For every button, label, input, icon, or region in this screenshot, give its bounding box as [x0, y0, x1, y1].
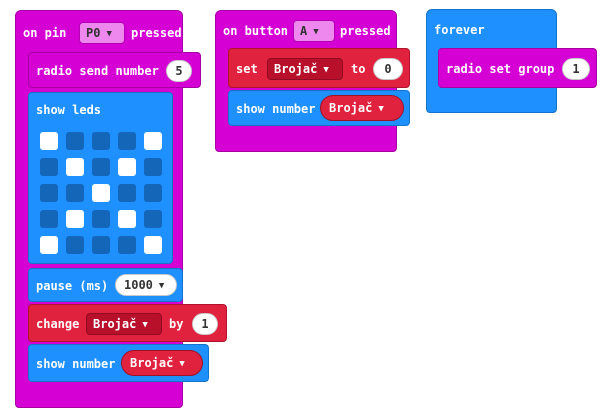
set-variable-value: Brojač	[274, 62, 318, 76]
pause-dropdown[interactable]: 1000 ▼	[115, 274, 177, 296]
change-variable-value: Brojač	[93, 317, 137, 331]
pressed-label: pressed	[131, 26, 182, 40]
led-cell[interactable]	[40, 184, 58, 202]
led-cell[interactable]	[66, 184, 84, 202]
chevron-down-icon: ▼	[106, 29, 112, 39]
set-label: set	[236, 62, 258, 76]
led-cell[interactable]	[40, 236, 58, 254]
show-number-variable[interactable]: Brojač ▼	[121, 350, 203, 376]
radio-send-number-input[interactable]: 5	[166, 60, 192, 82]
chevron-down-icon: ▼	[179, 359, 185, 369]
led-cell[interactable]	[92, 210, 110, 228]
show-leds-label: show leds	[36, 103, 102, 117]
show-number-block-2[interactable]: show number Brojač ▼	[228, 90, 410, 126]
led-grid	[36, 130, 166, 254]
pin-dropdown-value: P0	[86, 26, 101, 40]
led-cell[interactable]	[144, 158, 162, 176]
show-leds-block[interactable]: show leds	[28, 92, 173, 264]
led-cell[interactable]	[144, 132, 162, 150]
chevron-down-icon: ▼	[313, 27, 319, 37]
led-cell[interactable]	[144, 184, 162, 202]
show-number-variable[interactable]: Brojač ▼	[320, 95, 404, 121]
led-cell[interactable]	[66, 236, 84, 254]
pause-block[interactable]: pause (ms) 1000 ▼	[28, 268, 183, 302]
on-button-label: on button	[223, 24, 289, 38]
pressed-label: pressed	[340, 24, 391, 38]
to-label: to	[351, 62, 366, 76]
chevron-down-icon: ▼	[323, 65, 329, 75]
on-pin-label: on pin	[23, 26, 67, 40]
led-cell[interactable]	[118, 210, 136, 228]
forever-label: forever	[434, 23, 485, 37]
radio-set-group-block[interactable]: radio set group 1	[438, 48, 597, 88]
set-variable-block[interactable]: set Brojač ▼ to 0	[228, 48, 410, 88]
led-cell[interactable]	[92, 236, 110, 254]
change-variable-block[interactable]: change Brojač ▼ by 1	[28, 304, 227, 342]
radio-send-number-label: radio send number	[36, 64, 159, 78]
led-cell[interactable]	[92, 184, 110, 202]
led-cell[interactable]	[40, 158, 58, 176]
pause-value: 1000	[124, 278, 153, 292]
by-label: by	[169, 317, 184, 331]
radio-send-number-block[interactable]: radio send number 5	[28, 52, 201, 88]
led-cell[interactable]	[40, 210, 58, 228]
led-cell[interactable]	[66, 210, 84, 228]
led-cell[interactable]	[92, 132, 110, 150]
change-by-input[interactable]: 1	[192, 313, 218, 335]
show-number-variable-value: Brojač	[130, 356, 174, 370]
led-cell[interactable]	[118, 132, 136, 150]
show-number-label: show number	[36, 357, 116, 371]
show-number-variable-value: Brojač	[329, 101, 373, 115]
pin-dropdown[interactable]: P0 ▼	[79, 22, 125, 44]
chevron-down-icon: ▼	[142, 320, 148, 330]
pause-label: pause (ms)	[36, 279, 109, 293]
led-cell[interactable]	[118, 184, 136, 202]
show-number-label: show number	[236, 102, 316, 116]
button-dropdown[interactable]: A▼	[293, 20, 335, 42]
set-value-input[interactable]: 0	[373, 58, 403, 80]
radio-set-group-label: radio set group	[446, 62, 555, 76]
led-cell[interactable]	[40, 132, 58, 150]
led-cell[interactable]	[118, 158, 136, 176]
led-cell[interactable]	[92, 158, 110, 176]
show-number-block-1[interactable]: show number Brojač ▼	[28, 344, 209, 382]
led-cell[interactable]	[118, 236, 136, 254]
led-cell[interactable]	[66, 132, 84, 150]
change-label: change	[36, 317, 80, 331]
set-variable-dropdown[interactable]: Brojač ▼	[267, 58, 343, 80]
led-cell[interactable]	[144, 210, 162, 228]
change-variable-dropdown[interactable]: Brojač ▼	[86, 313, 162, 335]
chevron-down-icon: ▼	[158, 281, 165, 291]
radio-set-group-input[interactable]: 1	[562, 58, 590, 80]
button-dropdown-value: A	[300, 24, 308, 38]
led-cell[interactable]	[144, 236, 162, 254]
led-cell[interactable]	[66, 158, 84, 176]
chevron-down-icon: ▼	[378, 104, 384, 114]
